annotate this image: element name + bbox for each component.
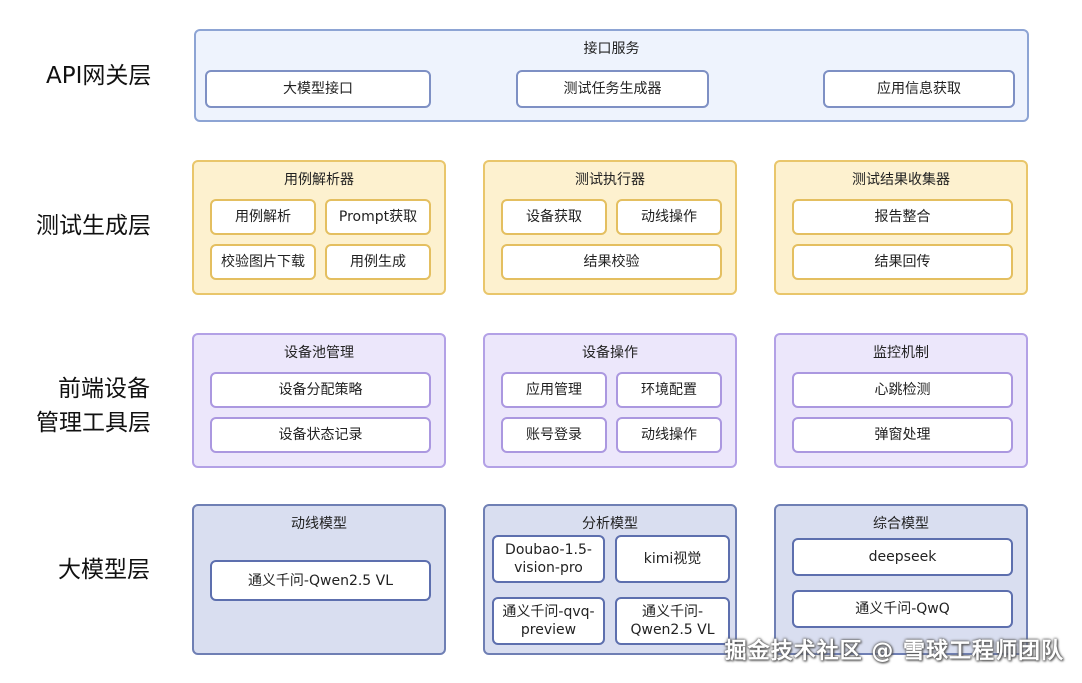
kimi-vision-button[interactable]: kimi视觉 [615,535,730,583]
flow-operation-button[interactable]: 动线操作 [616,199,722,235]
case-parser-panel: 用例解析器 用例解析 Prompt获取 校验图片下载 用例生成 [192,160,446,295]
item-label: 通义千问-qvq-preview [502,604,595,638]
item-label: 环境配置 [641,382,697,398]
heartbeat-button[interactable]: 心跳检测 [792,372,1013,408]
panel-title: 接口服务 [583,41,640,57]
layer-label-device-line1: 前端设备 [58,376,150,402]
layer-label-generation: 测试生成层 [36,213,151,239]
doubao-vision-pro-button[interactable]: Doubao-1.5-vision-pro [492,535,605,583]
verify-image-download-button[interactable]: 校验图片下载 [210,244,316,280]
llm-interface-button[interactable]: 大模型接口 [205,70,431,108]
panel-title: 分析模型 [582,516,638,532]
item-label: 动线操作 [641,427,697,443]
qwen-vl-analysis-button[interactable]: 通义千问-Qwen2.5 VL [615,597,730,645]
panel-title: 测试执行器 [575,172,645,188]
qwen-vl-flow-button[interactable]: 通义千问-Qwen2.5 VL [210,560,431,601]
item-label: Doubao-1.5-vision-pro [505,542,592,576]
item-label: 通义千问-Qwen2.5 VL [247,572,394,589]
case-generate-button[interactable]: 用例生成 [325,244,431,280]
layer-label-model: 大模型层 [58,557,150,583]
panel-title: 设备池管理 [284,345,354,361]
test-executor-panel: 测试执行器 设备获取 动线操作 结果校验 [483,160,737,295]
item-label: 通义千问-Qwen2.5 VL [630,604,715,638]
monitoring-panel: 监控机制 心跳检测 弹窗处理 [774,333,1028,468]
flow-model-panel: 动线模型 通义千问-Qwen2.5 VL [192,504,446,655]
device-operation-panel: 设备操作 应用管理 环境配置 账号登录 动线操作 [483,333,737,468]
item-label: 用例生成 [350,254,406,270]
prompt-fetch-button[interactable]: Prompt获取 [325,199,431,235]
qwen-qwq-button[interactable]: 通义千问-QwQ [792,590,1013,628]
item-label: deepseek [868,549,937,565]
result-return-button[interactable]: 结果回传 [792,244,1013,280]
item-label: 结果校验 [583,254,640,270]
item-label: 报告整合 [874,209,931,225]
item-label: 通义千问-QwQ [855,601,950,617]
item-label: 大模型接口 [283,81,353,97]
api-gateway-panel: 接口服务 大模型接口 测试任务生成器 应用信息获取 [194,29,1029,122]
panel-title: 测试结果收集器 [852,172,950,188]
device-pool-panel: 设备池管理 设备分配策略 设备状态记录 [192,333,446,468]
item-label: Prompt获取 [338,209,418,225]
device-status-record-button[interactable]: 设备状态记录 [210,417,431,453]
popup-handle-button[interactable]: 弹窗处理 [792,417,1013,453]
item-label: 弹窗处理 [874,427,931,443]
item-label: 测试任务生成器 [563,81,662,97]
item-label: 校验图片下载 [221,254,305,270]
item-label: 设备获取 [526,209,582,225]
item-label: 结果回传 [874,254,931,270]
panel-title: 用例解析器 [284,172,354,188]
app-manage-button[interactable]: 应用管理 [501,372,607,408]
result-collector-panel: 测试结果收集器 报告整合 结果回传 [774,160,1028,295]
panel-title: 监控机制 [873,345,929,361]
item-label: 设备分配策略 [278,382,363,398]
panel-title: 综合模型 [873,516,929,532]
app-info-fetch-button[interactable]: 应用信息获取 [823,70,1015,108]
env-config-button[interactable]: 环境配置 [616,372,722,408]
device-allocation-button[interactable]: 设备分配策略 [210,372,431,408]
flow-operation-button[interactable]: 动线操作 [616,417,722,453]
watermark: 掘金技术社区 @ 雪球工程师团队 [724,639,1064,664]
item-label: 心跳检测 [874,382,931,398]
item-label: 账号登录 [526,427,582,443]
item-label: 应用管理 [526,382,582,398]
panel-title: 设备操作 [582,345,638,361]
analysis-model-panel: 分析模型 Doubao-1.5-vision-pro kimi视觉 通义千问-q… [483,504,737,655]
device-fetch-button[interactable]: 设备获取 [501,199,607,235]
result-verify-button[interactable]: 结果校验 [501,244,722,280]
account-login-button[interactable]: 账号登录 [501,417,607,453]
item-label: 用例解析 [235,209,291,225]
report-merge-button[interactable]: 报告整合 [792,199,1013,235]
item-label: 设备状态记录 [278,427,363,443]
item-label: kimi视觉 [643,551,702,567]
item-label: 应用信息获取 [877,81,961,97]
qwen-qvq-preview-button[interactable]: 通义千问-qvq-preview [492,597,605,645]
test-task-generator-button[interactable]: 测试任务生成器 [516,70,709,108]
deepseek-button[interactable]: deepseek [792,538,1013,576]
case-parse-button[interactable]: 用例解析 [210,199,316,235]
panel-title: 动线模型 [291,516,347,532]
layer-label-device-line2: 管理工具层 [36,410,151,436]
item-label: 动线操作 [641,209,697,225]
layer-label-api: API网关层 [46,63,152,89]
composite-model-panel: 综合模型 deepseek 通义千问-QwQ [774,504,1028,655]
